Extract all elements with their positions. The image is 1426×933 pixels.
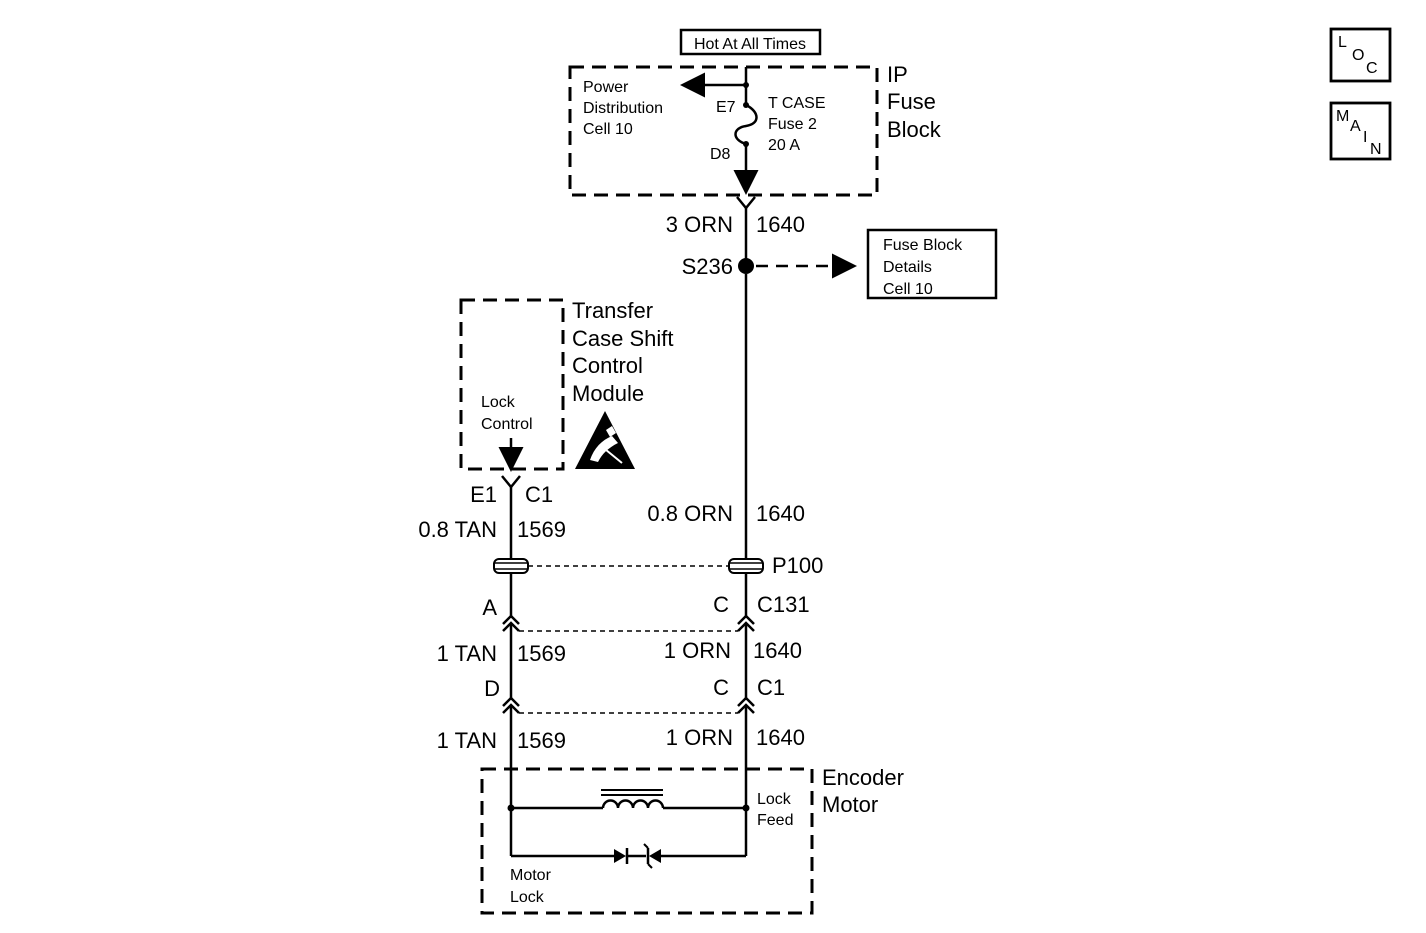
fuse-name-line-1: T CASE xyxy=(768,95,826,112)
encoder-motor-outline xyxy=(480,767,814,915)
loc-button[interactable]: L O C xyxy=(1329,27,1392,83)
splice-label: S236 xyxy=(682,254,733,279)
loc-letter-c: C xyxy=(1366,60,1378,77)
left-pin-e1-label: E1 xyxy=(470,482,497,507)
left-wire2-gauge-label: 1 TAN xyxy=(437,641,497,666)
fuse-pin-top-label: E7 xyxy=(716,99,736,116)
c1-connector-symbol xyxy=(502,696,755,714)
right-wire1-gauge-label: 0.8 ORN xyxy=(647,501,733,526)
c1-left-pin-label: D xyxy=(484,676,500,701)
main-letter-a: A xyxy=(1350,118,1361,135)
solenoid-coil-symbol xyxy=(601,799,665,809)
tcscm-title-3: Control xyxy=(572,353,643,378)
left-wire3-gauge-label: 1 TAN xyxy=(437,728,497,753)
c1-right-pin-label: C xyxy=(713,675,729,700)
lock-control-line-1: Lock xyxy=(481,394,516,411)
diode-pair-symbol xyxy=(614,843,661,869)
fuse-symbol xyxy=(734,103,758,146)
ip-fuse-block-title-2: Fuse xyxy=(887,89,936,114)
fuse-name-line-3: 20 A xyxy=(768,137,800,154)
c131-right-pin-label: C xyxy=(713,592,729,617)
hot-at-all-times-box xyxy=(679,28,822,56)
tcscm-title-4: Module xyxy=(572,381,644,406)
c131-connector-symbol xyxy=(502,614,755,632)
main-letter-i: I xyxy=(1363,129,1367,146)
power-distribution-line-2: Distribution xyxy=(583,100,663,117)
c131-left-pin-label: A xyxy=(482,595,497,620)
esd-warning-icon xyxy=(575,411,635,469)
fuse-pin-bottom-label: D8 xyxy=(710,146,731,163)
tcscm-connector-symbol xyxy=(501,475,521,489)
left-wire3-circuit-label: 1569 xyxy=(517,728,566,753)
loc-letter-l: L xyxy=(1338,34,1347,51)
fuse-block-connector-symbol xyxy=(736,196,756,210)
splice-s236-node xyxy=(738,258,754,274)
tcscm-title-1: Transfer xyxy=(572,298,653,323)
fuse-block-details-line-2: Details xyxy=(883,259,932,276)
ip-fuse-block-title-1: IP xyxy=(887,62,908,87)
lock-control-line-2: Control xyxy=(481,416,533,433)
motor-lock-line-2: Lock xyxy=(510,889,545,906)
c1-label: C1 xyxy=(757,675,785,700)
fuse-name-line-2: Fuse 2 xyxy=(768,116,817,133)
right-wire2-gauge-label: 1 ORN xyxy=(664,638,731,663)
power-distribution-line-1: Power xyxy=(583,79,629,96)
tcscm-title-2: Case Shift xyxy=(572,326,674,351)
right-wire1-circuit-label: 1640 xyxy=(756,501,805,526)
main-letter-m: M xyxy=(1336,108,1349,125)
right-wire2-circuit-label: 1640 xyxy=(753,638,802,663)
encoder-motor-title-1: Encoder xyxy=(822,765,904,790)
encoder-motor-title-2: Motor xyxy=(822,792,878,817)
p100-grommet-right xyxy=(728,558,764,574)
fuse-block-details-line-1: Fuse Block xyxy=(883,237,963,254)
lock-feed-line-2: Feed xyxy=(757,812,793,829)
left-wire2-circuit-label: 1569 xyxy=(517,641,566,666)
left-wire1-circuit-label: 1569 xyxy=(517,517,566,542)
hot-at-all-times-label: Hot At All Times xyxy=(694,36,806,53)
fuse-block-details-link[interactable]: Fuse Block Details Cell 10 xyxy=(866,228,998,300)
p100-label: P100 xyxy=(772,553,823,578)
ip-fuse-block-title-3: Block xyxy=(887,117,942,142)
feed-circuit-label: 1640 xyxy=(756,212,805,237)
lock-feed-line-1: Lock xyxy=(757,791,792,808)
fuse-block-details-line-3: Cell 10 xyxy=(883,281,933,298)
feed-wire-gauge-label: 3 ORN xyxy=(666,212,733,237)
main-button[interactable]: M A I N xyxy=(1329,101,1392,161)
p100-grommet-left xyxy=(493,558,529,574)
left-connector-c1-label: C1 xyxy=(525,482,553,507)
c131-label: C131 xyxy=(757,592,810,617)
right-wire3-gauge-label: 1 ORN xyxy=(666,725,733,750)
main-letter-n: N xyxy=(1370,141,1382,158)
right-wire3-circuit-label: 1640 xyxy=(756,725,805,750)
power-distribution-line-3: Cell 10 xyxy=(583,121,633,138)
ip-fuse-block-outline xyxy=(568,65,879,197)
motor-lock-line-1: Motor xyxy=(510,867,552,884)
loc-letter-o: O xyxy=(1352,47,1364,64)
bus-node xyxy=(743,82,749,88)
left-wire1-gauge-label: 0.8 TAN xyxy=(418,517,497,542)
